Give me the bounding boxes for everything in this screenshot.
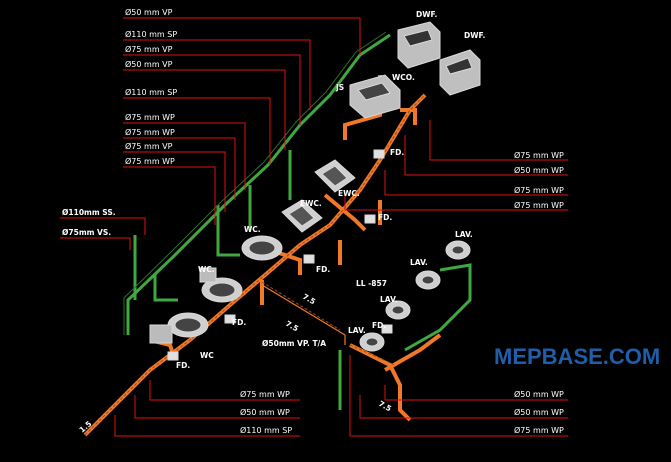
label-bottom-right-3: Ø75 mm WP	[514, 425, 564, 435]
label-ewc-1: EWC.	[338, 189, 360, 198]
label-bottom-left-1: Ø75 mm WP	[240, 389, 290, 399]
label-left-1: Ø50 mm VP	[125, 7, 173, 17]
ewc-fixture-2	[281, 199, 323, 233]
floor-drain-5	[364, 214, 376, 224]
label-wc-2: WC.	[198, 265, 215, 274]
vent-main-diagonal	[126, 33, 391, 335]
label-far-left-2: Ø75mm VS.	[62, 228, 111, 237]
fixtures	[149, 21, 481, 361]
label-left-4: Ø50 mm VP	[125, 59, 173, 69]
floor-drain-2	[303, 254, 315, 264]
label-bottom-left-3: Ø110 mm SP	[240, 425, 292, 435]
label-wc-3: WC	[200, 351, 214, 360]
label-left-6: Ø75 mm WP	[125, 112, 175, 122]
right-pipe-labels: Ø75 mm WP Ø50 mm WP Ø75 mm WP Ø75 mm WP	[514, 150, 564, 210]
label-js: JS	[335, 83, 344, 92]
waste-branch-lav	[384, 333, 442, 372]
label-fd-1: FD.	[390, 148, 404, 157]
label-lav-4: LAV.	[348, 326, 366, 335]
note-slope-3: 7.5	[377, 399, 393, 413]
label-right-3: Ø75 mm WP	[514, 185, 564, 195]
label-left-7: Ø75 mm WP	[125, 127, 175, 137]
vent-pipes	[126, 33, 472, 410]
label-dwf-2: DWF.	[464, 31, 486, 40]
label-fd-6: FD.	[372, 321, 386, 330]
label-fd-2: FD.	[378, 213, 392, 222]
note-slope-2: 7.5	[284, 319, 300, 333]
label-ll: LL -857	[356, 279, 387, 288]
fixture-labels: DWF. DWF. WCO. JS FD. EWC. EWC. FD. WC. …	[176, 10, 486, 370]
left-pipe-labels: Ø50 mm VP Ø110 mm SP Ø75 mm VP Ø50 mm VP…	[125, 7, 177, 166]
label-fd-3: FD.	[316, 265, 330, 274]
waste-branch-ewc	[323, 193, 367, 232]
vent-branch-3	[216, 205, 240, 257]
floor-drain-6	[381, 324, 393, 334]
label-bottom-right-1: Ø50 mm WP	[514, 389, 564, 399]
waste-branch-right	[349, 343, 412, 422]
label-wc-1: WC.	[244, 225, 261, 234]
label-left-3: Ø75 mm VP	[125, 44, 173, 54]
floor-drain-1	[373, 149, 385, 159]
label-fd-4: FD.	[232, 318, 246, 327]
label-fd-5: FD.	[176, 361, 190, 370]
bottom-right-labels: Ø50 mm WP Ø50 mm WP Ø75 mm WP	[514, 389, 564, 435]
leader-lines	[60, 17, 568, 437]
label-lav-1: LAV.	[455, 230, 473, 239]
note-slope-4: 1.5	[78, 419, 94, 434]
label-far-left-1: Ø110mm SS.	[62, 208, 116, 217]
floor-drain-4	[167, 351, 179, 361]
label-bottom-right-2: Ø50 mm WP	[514, 407, 564, 417]
ewc-fixture-1	[314, 159, 356, 193]
label-left-5: Ø110 mm SP	[125, 87, 177, 97]
label-bottom-left-2: Ø50 mm WP	[240, 407, 290, 417]
waste-branch-jsink	[400, 108, 417, 125]
vent-branch-1	[153, 275, 178, 302]
label-left-9: Ø75 mm WP	[125, 156, 175, 166]
dwf-fixture-1	[397, 21, 441, 69]
label-lav-3: LAV.	[380, 295, 398, 304]
label-right-1: Ø75 mm WP	[514, 150, 564, 160]
vent-right-branch	[404, 263, 472, 352]
pipe-notes: Ø50mm VP. T/A 7.5 7.5 7.5 1.5	[78, 292, 394, 435]
far-left-labels: Ø110mm SS. Ø75mm VS.	[62, 208, 116, 237]
note-slope-1: 7.5	[301, 292, 317, 306]
bottom-left-labels: Ø75 mm WP Ø50 mm WP Ø110 mm SP	[240, 389, 292, 435]
label-right-2: Ø50 mm WP	[514, 165, 564, 175]
note-vent-ta: Ø50mm VP. T/A	[262, 339, 326, 348]
floor-drain-3	[224, 314, 236, 324]
label-wco: WCO.	[392, 73, 415, 82]
label-ewc-2: EWC.	[300, 199, 322, 208]
watermark-text: MEPBASE.COM	[494, 344, 660, 369]
dwf-fixture-2	[439, 49, 481, 96]
label-dwf-1: DWF.	[416, 10, 438, 19]
janitor-sink	[349, 74, 401, 119]
label-left-8: Ø75 mm VP	[125, 141, 173, 151]
label-lav-2: LAV.	[410, 258, 428, 267]
label-left-2: Ø110 mm SP	[125, 29, 177, 39]
label-right-4: Ø75 mm WP	[514, 200, 564, 210]
